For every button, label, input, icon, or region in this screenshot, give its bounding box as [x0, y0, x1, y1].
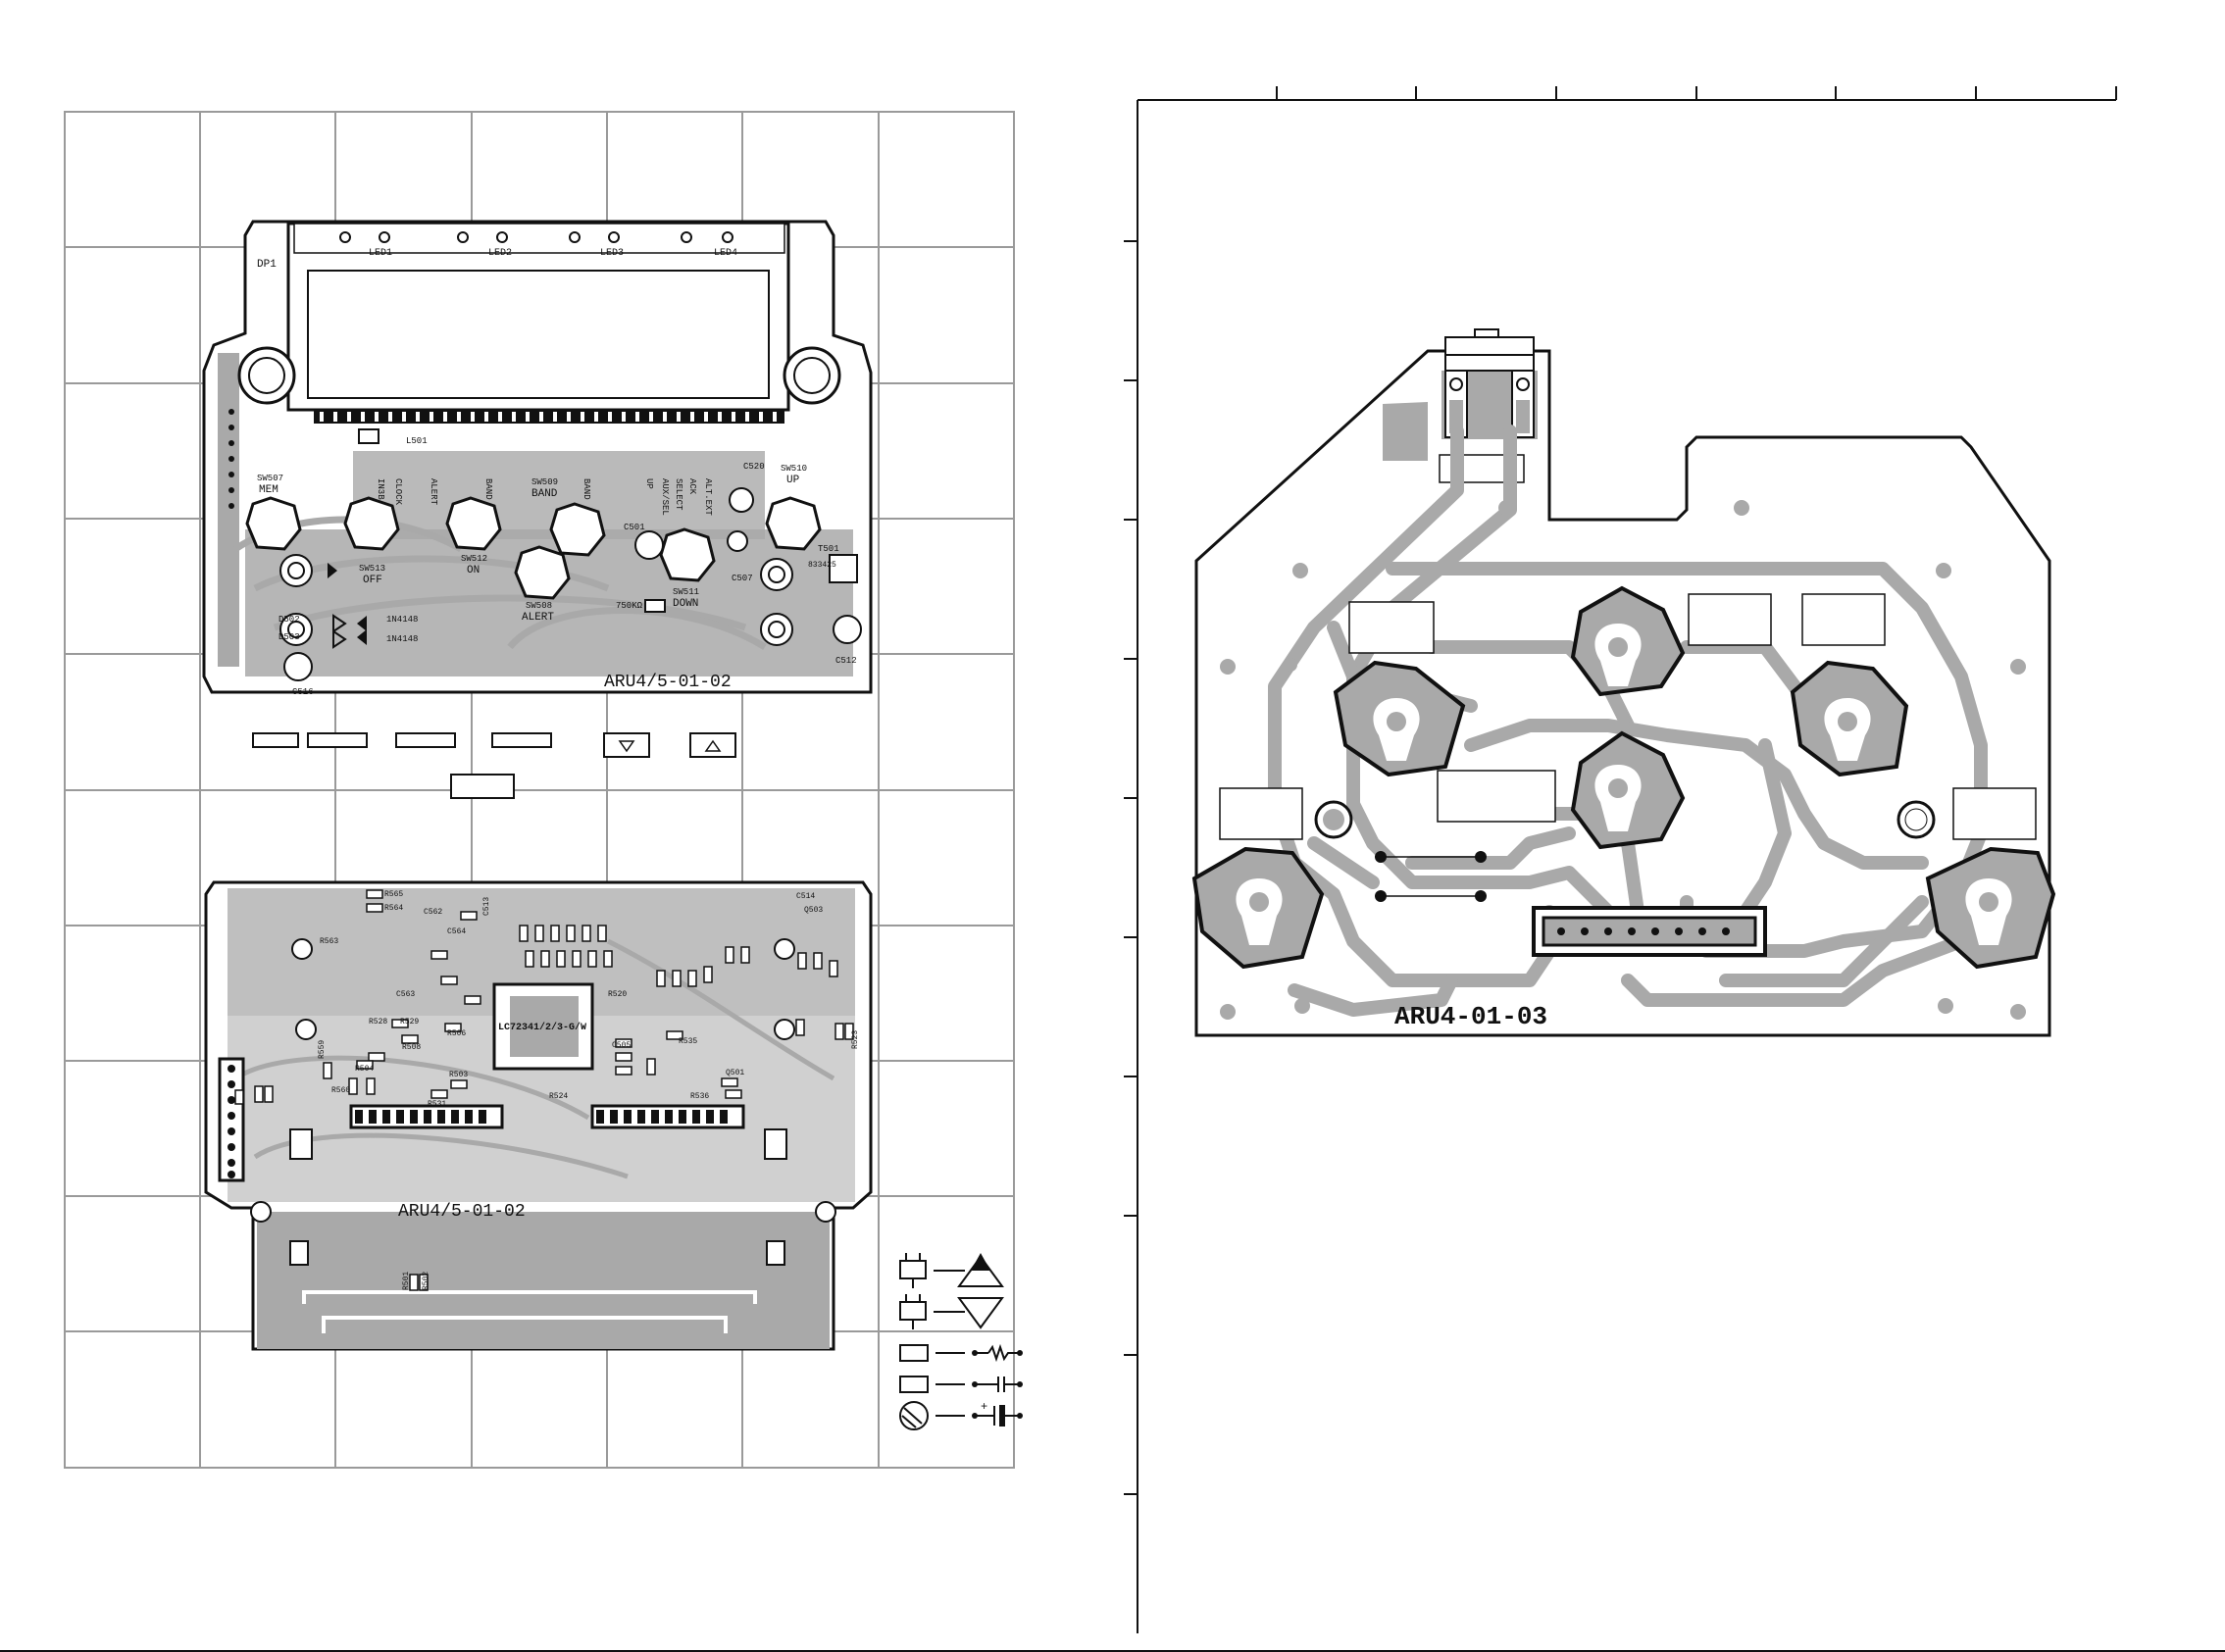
part-label: R564 — [384, 904, 403, 913]
part-label: L501 — [406, 436, 428, 446]
board-title: ARU4/5-01-02 — [604, 673, 732, 692]
pin-label: AUX/SEL — [660, 478, 670, 516]
switch-ref: SW513 — [359, 564, 385, 574]
part-label: 833425 — [808, 561, 836, 570]
part-label: R559 — [318, 1040, 327, 1059]
switch-ref: SW509 — [531, 477, 558, 487]
switch-pads — [245, 496, 822, 600]
down-arrow-icon — [618, 740, 635, 753]
part-label: R529 — [400, 1018, 419, 1026]
part-label: R535 — [679, 1037, 697, 1046]
part-label: C562 — [424, 908, 442, 917]
back-board: LC72341/2/3-G/W — [204, 880, 873, 1351]
right-frame — [0, 86, 2225, 1652]
switch-ref: SW510 — [781, 464, 807, 474]
part-label: 1N4148 — [386, 634, 418, 644]
pin-label: SELECT — [674, 478, 683, 511]
part-label: C520 — [743, 462, 765, 472]
part-label: Q501 — [726, 1069, 744, 1077]
pin-label: ALT.EXT — [703, 478, 713, 516]
part-label: C505 — [612, 1041, 631, 1050]
part-label: C563 — [396, 990, 415, 999]
button-caps — [252, 732, 736, 799]
part-label: 1N4148 — [386, 615, 418, 625]
part-label: C513 — [482, 897, 491, 916]
part-label: D502 — [278, 615, 300, 625]
board-title: ARU4/5-01-02 — [398, 1202, 526, 1222]
switch-ref: SW511 — [673, 587, 699, 597]
part-label: D503 — [278, 632, 300, 642]
pin-label: ALERT — [429, 478, 438, 506]
part-label: R506 — [447, 1029, 466, 1038]
part-label: R536 — [690, 1092, 709, 1101]
part-label: C564 — [447, 927, 466, 936]
led-label: LED2 — [488, 248, 512, 259]
led-label: LED3 — [600, 248, 624, 259]
pin-labels: IN3B CLOCK ALERT BAND BAND UP ALT.EXT AU… — [376, 478, 713, 516]
switch-ref: SW512 — [461, 554, 487, 564]
led-label: LED4 — [714, 248, 737, 259]
part-label: R508 — [402, 1043, 421, 1052]
display-label: DP1 — [257, 259, 277, 271]
keypad-board: ARU4-01-03 — [1191, 328, 2056, 1037]
led-markers — [339, 231, 733, 243]
part-label: R503 — [449, 1071, 468, 1079]
part-label: R502 — [422, 1272, 430, 1290]
part-label: C516 — [292, 687, 314, 697]
part-label: R531 — [428, 1100, 446, 1109]
part-label: R560 — [331, 1086, 350, 1095]
pin-label: BAND — [582, 478, 591, 500]
pin-label: IN3B — [376, 478, 385, 500]
key-pads — [1191, 585, 2056, 970]
part-label: C512 — [835, 656, 857, 666]
pin-label: UP — [644, 478, 654, 489]
part-label: R563 — [320, 937, 338, 946]
part-label: C501 — [624, 523, 645, 532]
part-label: R524 — [549, 1092, 568, 1101]
switch-ref: SW507 — [257, 474, 283, 483]
led-label: LED1 — [369, 248, 392, 259]
board-title: ARU4-01-03 — [1394, 1002, 1547, 1031]
part-label: R501 — [402, 1272, 411, 1290]
up-arrow-icon — [704, 739, 722, 752]
part-label: C514 — [796, 892, 815, 901]
pin-label: CLOCK — [393, 478, 403, 506]
switch-name: DOWN — [673, 598, 698, 610]
part-label: R520 — [608, 990, 627, 999]
switch-name: ALERT — [522, 612, 554, 624]
part-label: C507 — [732, 574, 753, 583]
back-board-part-labels: R565 R564 C562 R563 C564 C563 R528 R529 … — [318, 890, 860, 1290]
pin-label: ACK — [687, 478, 697, 495]
front-board: LED1 LED2 LED3 LED4 DP1 SW507 MEM SW513 … — [202, 220, 873, 697]
switch-name: MEM — [259, 484, 278, 496]
pin-label: BAND — [483, 478, 493, 500]
switch-name: ON — [467, 565, 480, 576]
part-label: R504 — [355, 1065, 374, 1074]
switch-name: UP — [786, 475, 800, 486]
legend — [899, 1253, 1020, 1430]
part-label: T501 — [818, 544, 839, 554]
part-label: R565 — [384, 890, 403, 899]
switch-name: BAND — [531, 488, 558, 500]
ic-label: LC72341/2/3-G/W — [498, 1022, 586, 1033]
part-label: Q503 — [804, 906, 823, 915]
switch-name: OFF — [363, 575, 382, 586]
legend-plus: + — [981, 1400, 987, 1414]
switch-ref: SW508 — [526, 601, 552, 611]
part-label: R523 — [851, 1030, 860, 1049]
part-label: 750KΩ — [616, 601, 643, 611]
part-label: R528 — [369, 1018, 387, 1026]
